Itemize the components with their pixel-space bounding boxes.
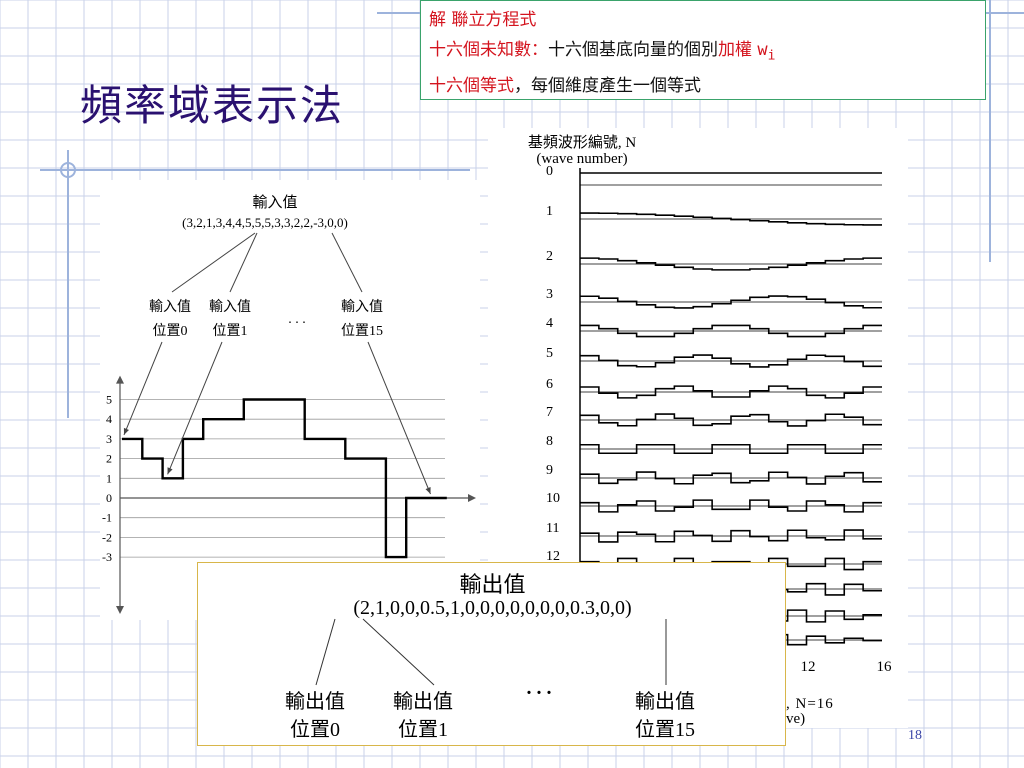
note-line-2-red2: 加權 <box>718 40 758 60</box>
y-tick-label: 4 <box>106 412 112 426</box>
y-tick-label: 3 <box>106 432 112 446</box>
pointer-arrow <box>367 341 431 495</box>
note-line-2-red: 十六個未知數： <box>429 40 548 60</box>
slide-title: 頻率域表示法 <box>80 81 345 130</box>
waveform-path <box>580 557 882 571</box>
waveform-path <box>580 499 882 513</box>
input-label-0-line2: 位置0 <box>153 323 188 339</box>
note-weight-subscript: i <box>767 48 776 64</box>
pointer-arrowhead <box>425 487 431 494</box>
output-label-1-line2: 位置1 <box>398 719 448 741</box>
input-step-line <box>122 398 447 559</box>
waveform-row-label: 0 <box>546 164 553 179</box>
waveform-footer-n: , N=16 <box>786 696 834 712</box>
pointer-arrowhead <box>123 427 129 435</box>
y-tick-label: 5 <box>106 393 112 407</box>
waveform-row-label: 8 <box>546 434 553 449</box>
note-weight-symbol: w <box>757 40 768 60</box>
y-axis-arrow-bottom <box>116 606 124 614</box>
input-label-0-line1: 輸入值 <box>149 299 191 315</box>
input-heading: 輸入值 <box>252 194 297 211</box>
y-tick-label: -2 <box>102 530 112 544</box>
output-label-15-line2: 位置15 <box>635 719 695 741</box>
input-ellipsis: . . . <box>288 312 306 327</box>
x-axis-arrow <box>468 494 476 502</box>
waveform-footer-ve: ve) <box>786 711 805 727</box>
input-label-1-line2: 位置1 <box>213 323 248 339</box>
y-tick-label: 1 <box>106 471 112 485</box>
note-line-3: 十六個等式，每個維度產生一個等式 <box>429 71 977 101</box>
waveform-row-label: 9 <box>546 463 553 478</box>
waveform-path <box>580 443 882 455</box>
output-connector-1 <box>362 618 435 686</box>
waveform-footer-tick-12: 12 <box>801 659 816 675</box>
waveform-row-label: 6 <box>546 377 553 392</box>
waveform-row-label: 2 <box>546 249 553 264</box>
equation-note-box: 解 聯立方程式 十六個未知數：十六個基底向量的個別加權 wi 十六個等式，每個維… <box>420 0 986 100</box>
input-connector-0 <box>171 232 256 293</box>
output-values-text: (2,1,0,0,0.5,1,0,0,0,0,0,0,0,0.3,0,0) <box>353 597 632 619</box>
note-line-3-red: 十六個等式 <box>429 76 514 97</box>
y-axis-arrow-top <box>116 375 124 384</box>
note-line-2-black: 十六個基底向量的個別 <box>548 40 718 60</box>
waveform-path <box>580 324 882 338</box>
note-line-1-text: 解 聯立方程式 <box>429 10 537 30</box>
waveform-row-label: 4 <box>546 316 553 331</box>
output-values-box: 輸出值 (2,1,0,0,0.5,1,0,0,0,0,0,0,0,0.3,0,0… <box>197 562 786 746</box>
input-pointer-arrows <box>123 341 431 495</box>
output-label-0-line2: 位置0 <box>290 719 340 741</box>
pointer-arrow <box>123 341 163 436</box>
y-tick-label: -1 <box>102 511 112 525</box>
waveform-row-label: 7 <box>546 405 553 420</box>
waveform-row-label: 12 <box>546 549 560 564</box>
input-label-1-line1: 輸入值 <box>209 299 251 315</box>
waveform-row-label: 5 <box>546 346 553 361</box>
waveform-row-label: 1 <box>546 204 553 219</box>
waveform-header-line2: (wave number) <box>536 151 627 167</box>
output-heading: 輸出值 <box>459 572 526 597</box>
input-connector-1 <box>229 232 258 293</box>
waveform-header-line1: 基頻波形編號, N <box>528 134 637 151</box>
y-tick-label: -3 <box>102 550 112 564</box>
y-tick-label: 2 <box>106 452 112 466</box>
note-line-2: 十六個未知數：十六個基底向量的個別加權 wi <box>429 35 977 71</box>
waveform-row-label: 10 <box>546 491 560 506</box>
output-connectors <box>315 618 667 686</box>
output-connector-0 <box>315 618 336 686</box>
output-label-0-line1: 輸出值 <box>285 691 345 713</box>
waveform-footer-tick-16: 16 <box>877 659 893 675</box>
input-step-diagram: 輸入值 (3,2,1,3,4,4,5,5,5,3,3,2,2,-3,0,0) 輸… <box>100 180 480 620</box>
input-values-text: (3,2,1,3,4,4,5,5,5,3,3,2,2,-3,0,0) <box>182 215 348 230</box>
input-connector-15 <box>331 232 363 293</box>
output-label-1-line1: 輸出值 <box>393 691 453 713</box>
output-label-15-line1: 輸出值 <box>635 691 695 713</box>
pointer-arrow <box>167 341 223 475</box>
waveform-row-label: 11 <box>546 521 559 536</box>
pointer-arrowhead <box>167 467 173 475</box>
input-label-15-line2: 位置15 <box>341 323 383 339</box>
page-number: 18 <box>908 728 922 743</box>
waveform-path <box>580 385 882 399</box>
y-tick-label: 0 <box>106 491 112 505</box>
output-ellipsis: . . . <box>526 677 552 699</box>
waveform-row-label: 3 <box>546 287 553 302</box>
note-line-1: 解 聯立方程式 <box>429 5 977 35</box>
input-chart-ticks: 5 4 3 2 1 0 -1 -2 -3 <box>102 393 112 565</box>
note-line-3-black: ，每個維度產生一個等式 <box>514 76 701 97</box>
waveform-path <box>580 257 882 271</box>
input-label-15-line1: 輸入值 <box>341 299 383 315</box>
